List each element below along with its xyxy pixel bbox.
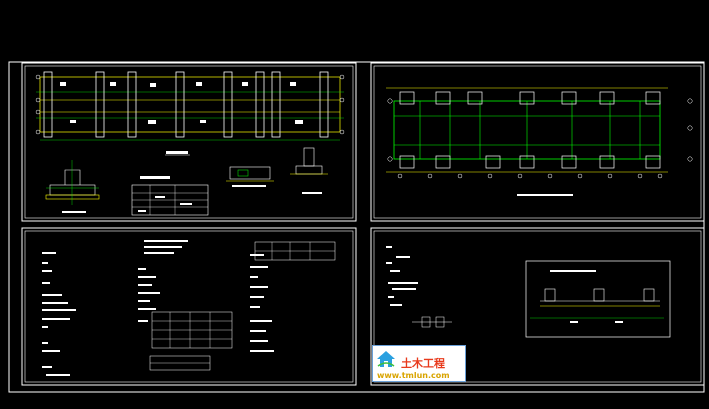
outer-frame xyxy=(8,61,705,393)
sheet-1[interactable] xyxy=(21,62,357,222)
sheet-3[interactable] xyxy=(21,227,357,386)
sheet-3-border xyxy=(21,227,357,386)
sheet-3-table-2 xyxy=(149,311,233,371)
sheet-2[interactable] xyxy=(370,62,705,222)
house-icon xyxy=(377,351,395,367)
sheet-4-notes xyxy=(386,246,418,306)
sheet-1-detail-beam xyxy=(226,166,274,187)
watermark-logo: 土木工程 www.tmlun.com xyxy=(372,345,466,382)
sheet-1-table xyxy=(131,176,209,216)
sheet-4-border xyxy=(370,227,705,386)
sheet-1-plan xyxy=(35,71,345,156)
sheet-2-plan xyxy=(386,87,693,196)
sheet-1-detail-footing xyxy=(45,160,100,213)
sheet-1-detail-column xyxy=(290,147,328,194)
sheet-1-border xyxy=(21,62,357,222)
sheet-3-notes xyxy=(42,240,274,376)
sheet-4[interactable] xyxy=(370,227,705,386)
sheet-4-small-detail xyxy=(412,316,452,328)
watermark-chinese-text: 土木工程 xyxy=(401,357,445,370)
sheet-3-table-1 xyxy=(254,241,336,261)
sheet-4-section xyxy=(525,260,671,338)
sheet-2-border xyxy=(370,62,705,222)
watermark-url-text: www.tmlun.com xyxy=(377,371,450,380)
